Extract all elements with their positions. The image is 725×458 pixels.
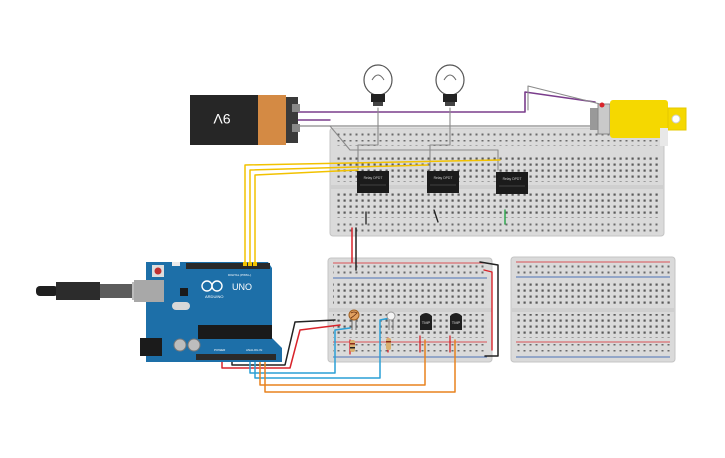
- arduino-power-label: POWER: [214, 348, 226, 352]
- dc-motor[interactable]: [590, 100, 687, 146]
- battery-9v[interactable]: 9V: [190, 95, 300, 145]
- lamp-1[interactable]: [363, 64, 393, 106]
- header-wire-ends: [243, 262, 257, 266]
- relay-1[interactable]: Relay DPDT: [357, 171, 389, 193]
- arduino-digital-label: DIGITAL (PWM~): [228, 273, 251, 277]
- relay-2[interactable]: Relay DPDT: [427, 171, 459, 193]
- temperature-sensor-1-label: TMP: [422, 320, 431, 325]
- temperature-sensor-2-label: TMP: [452, 320, 461, 325]
- resistor-1[interactable]: [350, 340, 355, 352]
- breadboard-bottom-right[interactable]: [510, 256, 676, 363]
- arduino-uno[interactable]: UNO ARDUINO DIGITAL (PWM~) POWER ANALOG …: [134, 262, 282, 362]
- resistor-2[interactable]: [386, 338, 391, 350]
- arduino-brand: ARDUINO: [205, 294, 223, 299]
- relay-2-label: Relay DPDT: [434, 176, 453, 180]
- relay-1-label: Relay DPDT: [364, 176, 383, 180]
- arduino-analog-label: ANALOG IN: [246, 348, 262, 352]
- lamp-2[interactable]: [435, 64, 465, 106]
- battery-label: 9V: [213, 111, 231, 127]
- photoresistor[interactable]: [348, 309, 360, 330]
- temperature-sensor-1[interactable]: TMP: [420, 313, 432, 330]
- temperature-sensor-2[interactable]: TMP: [450, 313, 462, 330]
- relay-3-label: Relay DPDT: [503, 177, 522, 181]
- led-white[interactable]: [386, 311, 396, 330]
- relay-3[interactable]: Relay DPDT: [496, 172, 528, 194]
- arduino-model: UNO: [232, 282, 252, 292]
